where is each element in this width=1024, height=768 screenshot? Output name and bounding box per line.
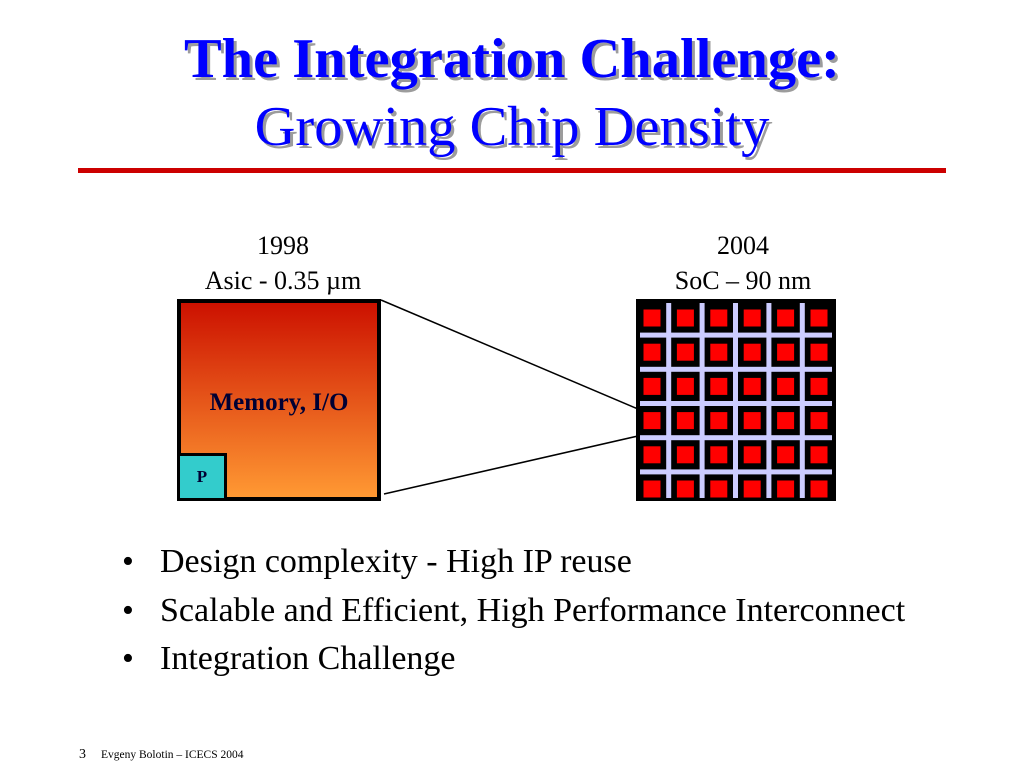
slide-subtitle: Growing Chip Density: [254, 96, 770, 158]
soc-year-label: 2004: [717, 231, 769, 260]
soc-interconnect-link: [699, 303, 705, 498]
soc-ip-core: [641, 375, 663, 398]
soc-ip-core: [707, 307, 730, 329]
soc-label-group: 2004 SoC – 90 nm: [633, 228, 853, 298]
bullet-icon: [122, 538, 134, 587]
soc-ip-core: [674, 341, 697, 364]
soc-interconnect-link: [799, 303, 805, 498]
soc-ip-core: [674, 478, 697, 500]
title-divider: [78, 168, 946, 173]
soc-ip-core-grid: [641, 307, 830, 500]
zoom-connector-line-top: [380, 299, 639, 410]
footer-text: Evgeny Bolotin – ICECS 2004: [101, 749, 244, 761]
bullet-icon: [122, 635, 134, 684]
bullet-icon: [122, 587, 134, 636]
bullet-text: Scalable and Efficient, High Performance…: [160, 591, 906, 629]
soc-ip-core: [808, 478, 830, 500]
soc-ip-core: [707, 341, 730, 364]
soc-ip-core: [741, 375, 764, 398]
soc-interconnect-link: [640, 366, 832, 372]
soc-ip-core: [774, 375, 797, 398]
soc-ip-core: [674, 409, 697, 432]
soc-interconnect-link: [733, 303, 738, 498]
soc-ip-core: [674, 443, 697, 466]
soc-ip-core: [674, 307, 697, 329]
soc-process-label: SoC – 90 nm: [674, 266, 812, 295]
asic-label-group: 1998 Asic - 0.35 µm: [173, 228, 393, 298]
soc-ip-core: [808, 409, 830, 432]
bullet-text: Design complexity - High IP reuse: [160, 543, 632, 580]
soc-chip: [636, 299, 836, 501]
soc-ip-core: [641, 341, 663, 364]
soc-ip-core: [741, 341, 764, 364]
asic-processor-core: P: [177, 453, 227, 501]
soc-ip-core: [774, 443, 797, 466]
soc-ip-core: [641, 307, 663, 329]
soc-ip-core: [741, 478, 764, 500]
asic-year-label: 1998: [257, 231, 309, 260]
soc-interconnect-link: [640, 332, 832, 338]
soc-ip-core: [641, 478, 663, 500]
soc-ip-core: [808, 307, 830, 329]
soc-ip-core: [741, 409, 764, 432]
soc-ip-core: [808, 443, 830, 466]
slide-title: The Integration Challenge:: [183, 28, 840, 90]
soc-interconnect-link: [766, 303, 772, 498]
soc-ip-core: [741, 443, 764, 466]
soc-ip-core: [707, 443, 730, 466]
page-number: 3: [79, 747, 86, 762]
soc-ip-core: [774, 409, 797, 432]
bullet-item: Scalable and Efficient, High Performance…: [0, 587, 1024, 636]
soc-ip-core: [774, 307, 797, 329]
soc-interconnect-link: [666, 303, 672, 498]
soc-interconnect-link: [640, 469, 832, 475]
soc-ip-core: [774, 341, 797, 364]
soc-ip-core: [707, 375, 730, 398]
soc-ip-core: [741, 307, 764, 329]
zoom-connector-line-bottom: [383, 435, 639, 495]
soc-ip-core: [774, 478, 797, 500]
soc-interconnect-link: [640, 435, 832, 441]
soc-ip-core: [707, 409, 730, 432]
asic-processor-core-label: P: [196, 467, 208, 486]
soc-ip-core: [808, 341, 830, 364]
soc-interconnect-mesh: [640, 303, 832, 498]
bullet-list: Design complexity - High IP reuse Scalab…: [0, 538, 1024, 684]
soc-ip-core: [707, 478, 730, 500]
bullet-item: Design complexity - High IP reuse: [0, 538, 1024, 587]
soc-ip-core: [641, 443, 663, 466]
soc-ip-core: [808, 375, 830, 398]
asic-process-label: Asic - 0.35 µm: [204, 266, 362, 295]
soc-ip-core: [674, 375, 697, 398]
soc-interconnect-link: [640, 401, 832, 406]
bullet-item: Integration Challenge: [0, 635, 1024, 684]
asic-memory-io-label: Memory, I/O: [209, 389, 349, 416]
soc-ip-core: [641, 409, 663, 432]
bullet-text: Integration Challenge: [160, 640, 456, 677]
